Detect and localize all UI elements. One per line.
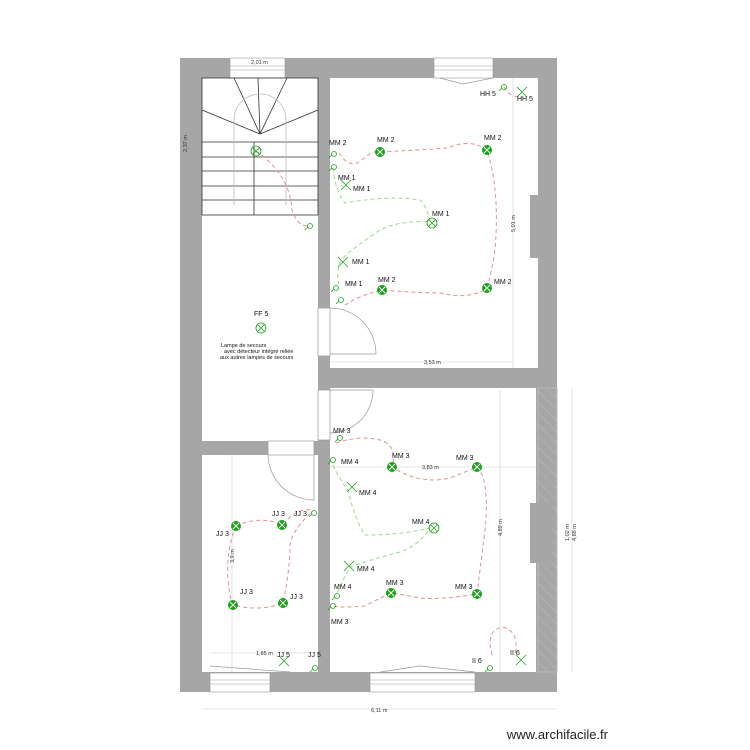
ceiling-lamp-icon	[375, 147, 385, 157]
fixture-label: JJ 3	[240, 589, 253, 596]
note-line-1: Lampe de secours	[221, 343, 266, 349]
fixture-label: MM 3	[455, 584, 473, 591]
socket-cross-icon	[340, 179, 352, 191]
dim-top: 2,01 m	[251, 60, 268, 66]
stair-room	[202, 78, 318, 441]
dim-room-width: 3,53 m	[424, 360, 441, 366]
switch-icon	[335, 297, 344, 305]
ceiling-lamp-icon	[231, 521, 241, 531]
fixture-label: MM 4	[341, 459, 359, 466]
fixture-label: MM 1	[352, 259, 370, 266]
note-line-3: aux autres lampes de secours	[220, 355, 294, 361]
fixture-label: MM 3	[386, 580, 404, 587]
fixture-label: MM 2	[494, 279, 512, 286]
switch-icon	[328, 151, 337, 159]
fixture-label: HH 5	[517, 96, 533, 103]
ceiling-lamp-icon	[482, 283, 492, 293]
room-bottom-left	[202, 455, 318, 672]
lamp-outline-icon	[250, 145, 262, 157]
socket-cross-icon	[278, 655, 290, 667]
fixture-label: MM 4	[334, 584, 352, 591]
fixture-label: II 6	[472, 658, 482, 665]
fixture-label: MM 1	[345, 281, 363, 288]
lamp-outline-icon	[426, 217, 438, 229]
fixture-label: MM 1	[353, 186, 371, 193]
fixture-label: MM 1	[338, 175, 356, 182]
fixture-label: MM 3	[333, 428, 351, 435]
switch-icon	[330, 285, 339, 293]
ceiling-lamp-icon	[482, 145, 492, 155]
fixture-label: MM 4	[359, 490, 377, 497]
fixture-label: FF 5	[254, 311, 268, 318]
fixture-label: JJ 3	[294, 511, 307, 518]
fixture-label: JJ 5	[277, 652, 290, 659]
fixture-label: JJ 3	[216, 531, 229, 538]
switch-icon	[308, 510, 317, 518]
ceiling-lamp-icon	[387, 462, 397, 472]
switch-icon	[309, 665, 318, 673]
lamp-outline-icon	[428, 522, 440, 534]
ceiling-lamp-icon	[386, 588, 396, 598]
ceiling-lamp-icon	[277, 520, 287, 530]
dim-bottom-room-height: 4,89 m	[498, 519, 504, 536]
room-top-right	[330, 78, 538, 368]
dim-small-room-width: 1,85 m	[256, 651, 273, 657]
ceiling-lamp-icon	[278, 598, 288, 608]
windows	[209, 57, 494, 693]
fixture-label: MM 4	[357, 566, 375, 573]
switch-icon	[334, 435, 343, 443]
dim-small-room-height: 3,9 m	[230, 549, 236, 563]
fixture-label: MM 1	[432, 211, 450, 218]
room-bottom-right	[330, 388, 536, 672]
fixture-label: HH 5	[480, 91, 496, 98]
ceiling-lamp-icon	[472, 589, 482, 599]
fixture-label: JJ 3	[290, 594, 303, 601]
doors	[209, 77, 494, 673]
fixture-label: II 6	[510, 650, 520, 657]
dim-left: 2,37 m	[183, 135, 189, 152]
dim-niche: 1,02 m	[565, 524, 571, 541]
note-line-2: avec détecteur intégré reliée	[224, 349, 293, 355]
dim-bottom-room-width: 3,83 m	[422, 465, 439, 471]
socket-cross-icon	[515, 654, 527, 666]
fixture-label: MM 3	[456, 455, 474, 462]
wall-protrusion	[530, 195, 538, 258]
fixture-label: MM 3	[392, 453, 410, 460]
switch-icon	[328, 164, 337, 172]
watermark: www.archifacile.fr	[506, 727, 608, 742]
ceiling-lamp-icon	[472, 462, 482, 472]
switch-icon	[327, 457, 336, 465]
socket-cross-icon	[337, 256, 349, 268]
fixture-label: JJ 5	[308, 652, 321, 659]
fixture-label: MM 3	[331, 619, 349, 626]
chimney	[530, 503, 552, 563]
labels: HH 5 HH 5 MM 2 MM 2 MM 2 MM 1 MM 1 MM 1 MM 1 MM 1…	[216, 91, 533, 665]
socket-cross-icon	[343, 560, 355, 572]
dim-room-right: 5,01 m	[511, 215, 517, 232]
lamps	[228, 84, 528, 673]
dim-total: 6,11 m	[371, 708, 388, 714]
dim-right-total: 4,88 m	[572, 524, 578, 541]
ceiling-lamp-icon	[377, 285, 387, 295]
fixture-label: JJ 3	[272, 511, 285, 518]
fixture-label: MM 2	[484, 135, 502, 142]
switch-icon	[304, 223, 313, 231]
switch-icon	[498, 84, 507, 92]
switch-icon	[484, 665, 493, 673]
ceiling-lamp-icon	[228, 600, 238, 610]
switch-icon	[331, 593, 340, 601]
lamp-outline-icon	[255, 322, 267, 334]
fixture-label: MM 2	[329, 140, 347, 147]
switch-icon	[327, 603, 336, 611]
staircase	[201, 77, 319, 216]
fixture-label: MM 2	[378, 277, 396, 284]
socket-cross-icon	[346, 481, 358, 493]
dimension-lines	[202, 78, 573, 710]
fixture-label: MM 4	[412, 519, 430, 526]
socket-cross-icon	[516, 86, 528, 98]
fixture-label: MM 2	[377, 137, 395, 144]
